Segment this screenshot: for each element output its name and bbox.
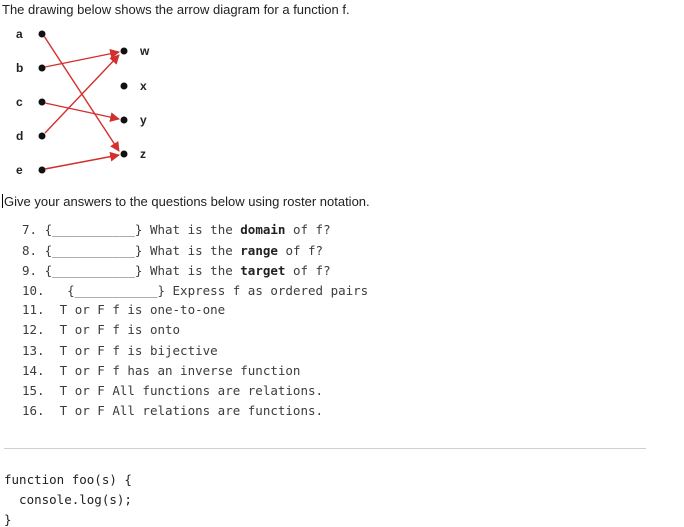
question-text: T or F f is one-to-one [59,302,226,317]
question-text: } What is the [134,263,241,278]
codomain-label-x: x [140,79,147,93]
question-tail: of f? [285,263,331,278]
question-16: 16. T or F All relations are functions. [22,403,323,418]
codomain-label-w: w [139,44,150,58]
question-keyword: target [240,263,286,278]
question-13: 13. T or F f is bijective [22,343,218,358]
question-8: 8. {___________} What is the range of f? [22,243,323,258]
question-number: 7. [22,222,38,237]
domain-label-b: b [16,61,23,75]
domain-label-c: c [16,95,23,109]
answer-blank-7[interactable]: ___________ [52,222,135,237]
arrow-d-w [44,54,120,134]
question-number: 11. [22,302,45,317]
instructions: Give your answers to the questions below… [2,194,370,209]
question-number: 9. [22,263,38,278]
question-number: 12. [22,322,45,337]
question-text: T or F All functions are relations. [59,383,324,398]
code-line-2: console.log(s); [4,492,132,507]
question-text: } What is the [134,222,241,237]
arrow-e-z [44,151,120,170]
question-tail: of f? [285,222,331,237]
codomain-label-y: y [140,113,147,127]
codomain-label-z: z [140,147,146,161]
domain-dot-e [38,166,46,174]
brace-open: { [44,243,53,258]
question-text: T or F f is bijective [59,343,218,358]
domain-label-d: d [16,129,23,143]
question-number: 16. [22,403,45,418]
domain-label-a: a [16,27,23,41]
arrow-a-z [43,35,120,152]
brace-open: { [44,263,53,278]
question-keyword: domain [240,222,286,237]
codomain-dot-w [120,47,128,55]
question-number: 15. [22,383,45,398]
question-number: 8. [22,243,38,258]
arrow-b-w [44,48,120,68]
question-15: 15. T or F All functions are relations. [22,383,323,398]
question-number: 13. [22,343,45,358]
question-14: 14. T or F f has an inverse function [22,363,300,378]
codomain-dot-y [120,116,128,124]
question-text: T or F f is onto [59,322,181,337]
question-7: 7. {___________} What is the domain of f… [22,222,331,237]
answer-blank-8[interactable]: ___________ [52,243,135,258]
instructions-text: Give your answers to the questions below… [4,194,370,209]
question-10: 10. {___________} Express f as ordered p… [22,283,368,298]
codomain-dot-z [120,150,128,158]
arrow-diagram: a b c d e w x y z [16,27,150,177]
brace-open: { [44,222,53,237]
domain-dot-b [38,64,46,72]
horizontal-divider [4,448,646,449]
question-number: 10. [22,283,45,298]
question-12: 12. T or F f is onto [22,322,180,337]
question-text: } Express f as ordered pairs [157,283,369,298]
brace-open: { [67,283,75,298]
answer-blank-9[interactable]: ___________ [52,263,135,278]
domain-dot-a [38,30,46,38]
text-cursor [2,194,3,208]
question-text: } What is the [134,243,241,258]
question-keyword: range [240,243,278,258]
question-text: T or F f has an inverse function [59,363,301,378]
answer-blank-10[interactable]: ___________ [74,283,158,298]
domain-dot-c [38,98,46,106]
intro-text: The drawing below shows the arrow diagra… [2,2,350,17]
question-number: 14. [22,363,45,378]
question-text: T or F All relations are functions. [59,403,324,418]
domain-label-e: e [16,163,23,177]
code-line-1: function foo(s) { [4,472,132,487]
question-11: 11. T or F f is one-to-one [22,302,225,317]
arrow-c-y [44,102,120,122]
question-9: 9. {___________} What is the target of f… [22,263,331,278]
domain-dot-d [38,132,46,140]
question-tail: of f? [277,243,324,258]
codomain-dot-x [120,82,128,90]
